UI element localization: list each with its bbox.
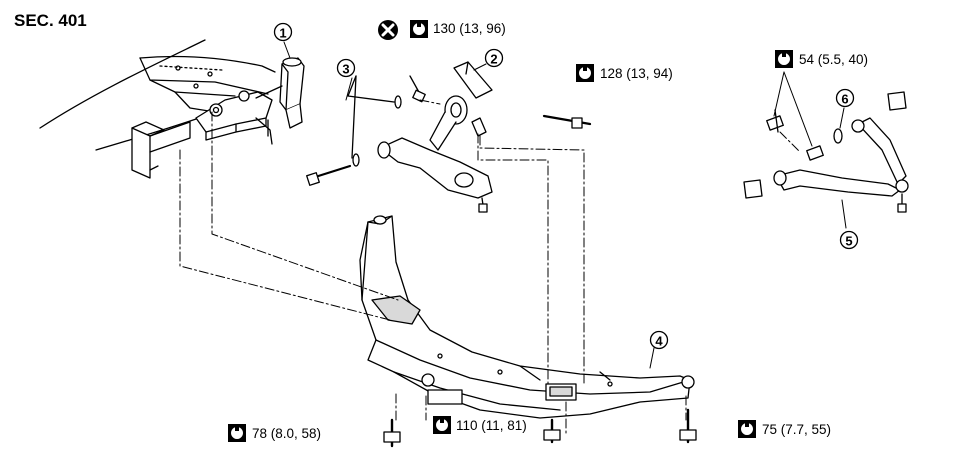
- callout-1: 1: [273, 22, 293, 42]
- upper-link-assembly: [743, 91, 909, 213]
- lower-link-assembly: [377, 61, 493, 213]
- torque-wrench-icon: [228, 424, 246, 442]
- vehicle-frame: [39, 39, 276, 179]
- torque-wrench-icon: [410, 20, 428, 38]
- callouts: 1 2 3 4 5 6: [273, 22, 859, 350]
- torque-110-label: 110 (11, 81): [456, 418, 527, 433]
- fasteners: [306, 75, 843, 448]
- alignment-lines: [179, 99, 801, 435]
- callout-6: 6: [835, 88, 855, 108]
- suspension-member: [359, 215, 695, 419]
- torque-128-label: 128 (13, 94): [600, 66, 673, 81]
- torque-54-label: 54 (5.5, 40): [799, 52, 869, 67]
- do-not-reuse-icon: [378, 20, 398, 40]
- section-label: SEC. 401: [14, 11, 87, 30]
- svg-text:2: 2: [490, 52, 497, 67]
- svg-text:5: 5: [845, 234, 852, 249]
- callout-5: 5: [839, 230, 859, 250]
- torque-wrench-icon: [775, 50, 793, 68]
- torque-130-label: 130 (13, 96): [433, 21, 506, 36]
- callout-2: 2: [484, 48, 504, 68]
- svg-text:4: 4: [655, 334, 663, 349]
- torque-78-label: 78 (8.0, 58): [252, 426, 322, 441]
- torque-wrench-icon: [576, 64, 594, 82]
- svg-text:1: 1: [279, 26, 286, 41]
- leader-lines: [283, 41, 847, 369]
- icons: [228, 20, 793, 442]
- torque-wrench-icon: [433, 416, 451, 434]
- torque-wrench-icon: [738, 420, 756, 438]
- callout-4: 4: [649, 330, 669, 350]
- callout-3: 3: [336, 58, 356, 78]
- svg-text:6: 6: [841, 92, 848, 107]
- mount-bracket: [255, 57, 305, 145]
- svg-text:3: 3: [342, 62, 349, 77]
- torque-75-label: 75 (7.7, 55): [762, 422, 832, 437]
